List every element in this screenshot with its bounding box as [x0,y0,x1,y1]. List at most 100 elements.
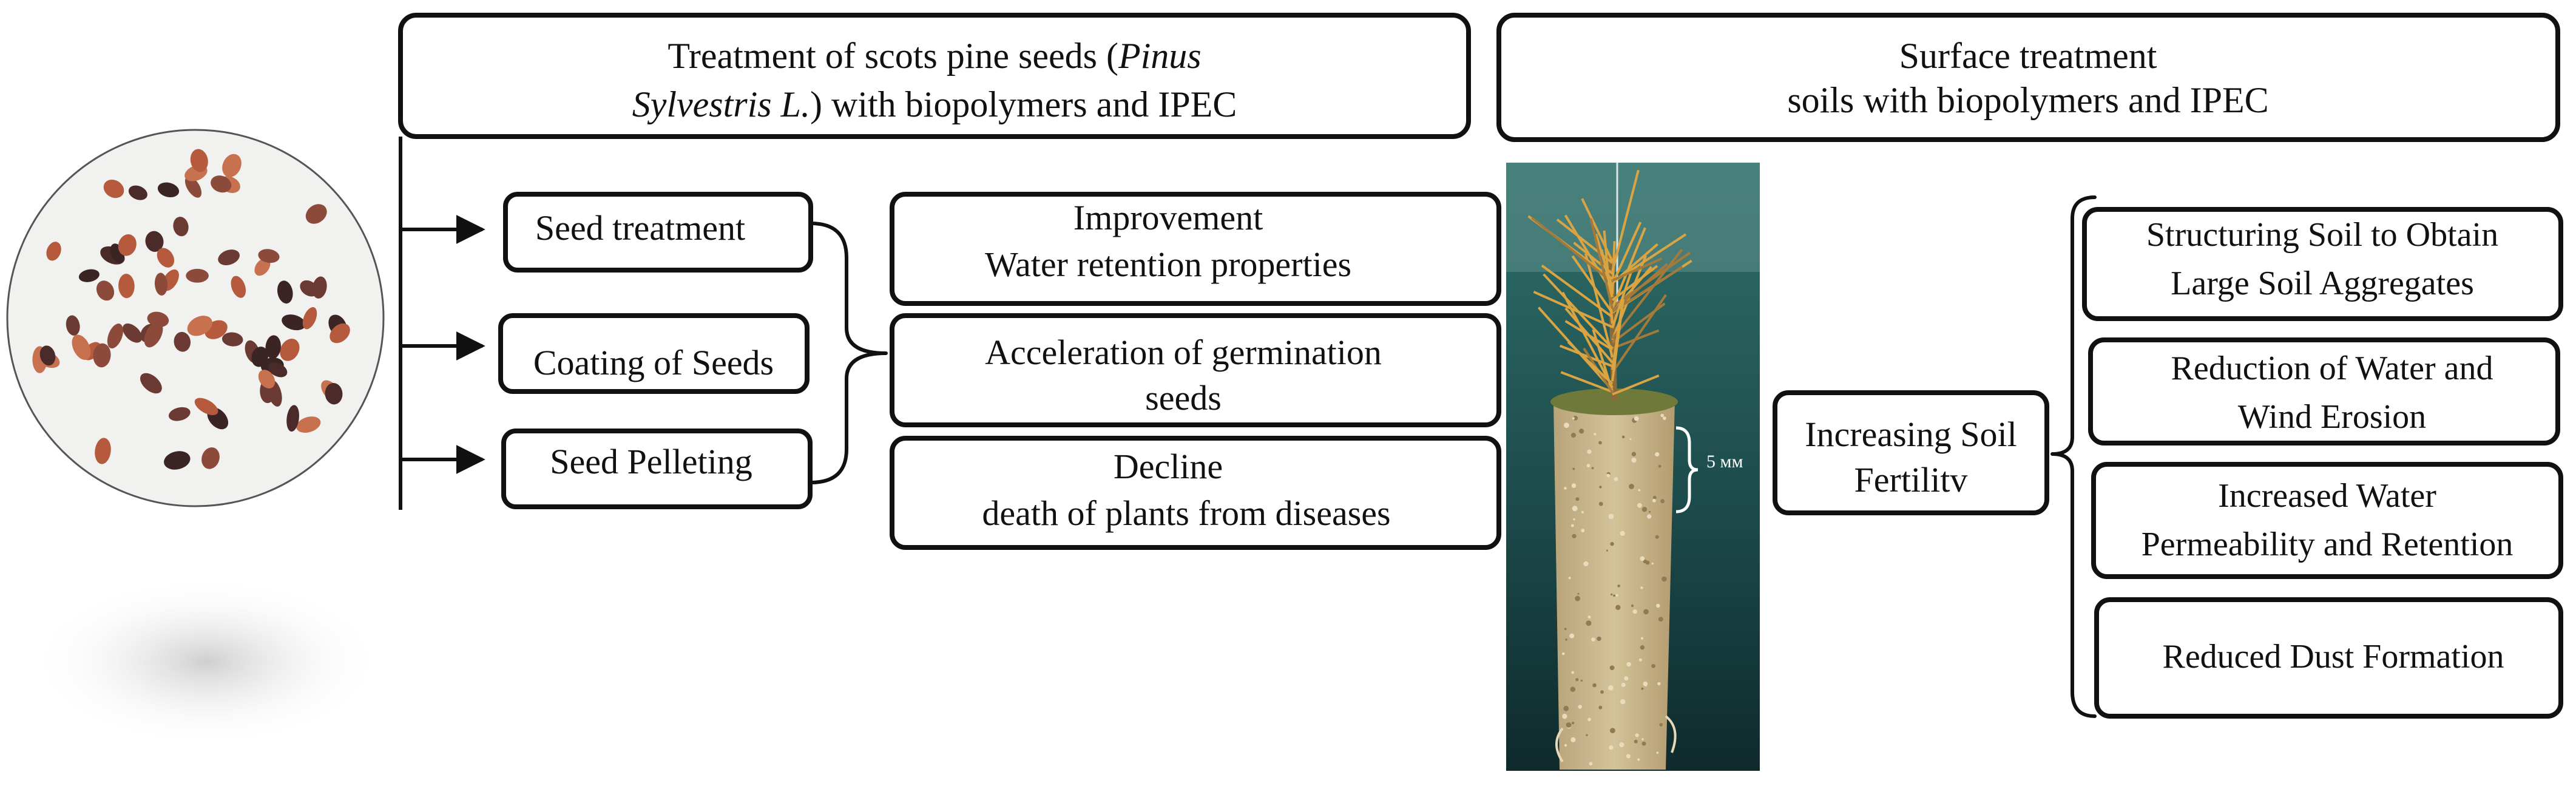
soil-speck [1606,473,1611,478]
seed-mark [140,373,162,394]
soil-speck [1583,561,1589,567]
soil-speck [1572,467,1575,470]
seed-mark [157,182,180,198]
method-seed-pelleting-label: Seed Pelleting [550,442,752,481]
needle-mark [1611,251,1691,308]
soil-speck [1621,682,1626,687]
soil-speck [1591,637,1595,642]
soil-speck [1656,751,1659,754]
seed-mark [103,179,124,198]
seed-mark [187,316,212,336]
soil-speck [1640,556,1645,561]
seed-mark [128,185,147,200]
soil-speck [1611,593,1613,596]
soil-speck [1643,609,1649,615]
soil-speck [1620,530,1625,537]
seed-mark [123,323,143,343]
soil-speck [1641,507,1648,512]
seed-mark [118,274,135,299]
soil-speck [1575,678,1579,682]
soil-speck [1563,705,1569,711]
header-seed-line1: Treatment of scots pine seeds (Pinus [668,36,1201,76]
soil-speck [1652,495,1657,500]
seed-mark [39,345,56,366]
soil-effects-brace [2050,195,2097,718]
soil-speck [1635,733,1639,737]
soil-speck [1591,467,1594,470]
soil-speck [1656,603,1660,608]
needle-mark [1611,272,1632,328]
soil-speck [1586,620,1592,626]
soil-speck [1631,458,1637,463]
seed-mark [211,175,232,193]
soil-speck [1638,658,1642,662]
effect-water-retention-line2: Water retention properties [985,245,1351,284]
soil-speck [1631,604,1634,608]
soil-speck [1564,422,1569,429]
seed-mark [147,311,169,327]
needle-mark [1561,291,1614,388]
needle-mark [1611,248,1683,340]
soil-fertility-center: Increasing Soil Fertilitv [1773,390,2049,515]
needle-mark [1541,264,1614,318]
soil-speck [1598,441,1602,445]
soil-speck [1614,477,1618,481]
needle-mark [1611,169,1640,272]
seed-mark [173,217,189,237]
seed-mark [286,405,299,432]
seed-mark [268,362,288,378]
soil-speck [1634,416,1639,421]
soil-speck [1577,592,1580,595]
seed-mark [93,343,111,368]
seed-mark [221,332,243,347]
soil-speck [1634,739,1638,744]
soil-effect-dust-label: Reduced Dust Formation [2162,638,2504,676]
soil-effect-dust: Reduced Dust Formation [2094,597,2563,719]
soil-speck [1610,541,1614,546]
soil-speck [1655,535,1659,539]
soil-effect-erosion: Reduction of Water and Wind Erosion [2088,337,2560,446]
soil-speck [1644,683,1648,687]
soil-effect-erosion-line1: Reduction of Water and [2171,350,2493,387]
soil-fertility-line1: Increasing Soil [1805,415,2017,454]
soil-speck [1638,489,1641,492]
soil-speck [1637,503,1642,508]
soil-speck [1571,483,1577,488]
soil-speck [1564,744,1567,747]
soil-speck [1629,438,1632,440]
soil-speck [1600,690,1604,694]
seedling-scale-label: 5 мм [1706,452,1743,472]
method-seed-treatment-label: Seed treatment [535,208,745,248]
needle-mark [1589,218,1614,309]
needle-mark [1581,198,1614,262]
soil-speck [1578,705,1582,709]
seed-mark [282,314,306,331]
needle-mark [1611,294,1667,373]
effect-water-retention-line1: Improvement [1073,198,1263,237]
soil-speck [1659,723,1663,727]
needle-mark [1567,340,1614,385]
seed-mark [78,269,100,282]
soil-speck [1587,449,1592,454]
seed-mark [325,383,343,405]
soil-speck [1572,534,1577,538]
header-soil-line2: soils with biopolymers and IPEC [1787,80,2268,120]
needle-mark [1584,253,1614,358]
soil-speck [1621,435,1625,439]
soil-speck [1655,452,1660,457]
pine-seeds-photo-icon [6,129,385,747]
soil-speck [1640,637,1643,640]
soil-speck [1658,464,1662,468]
soil-speck [1606,549,1608,552]
soil-speck [1597,636,1601,642]
soil-speck [1652,498,1656,503]
needle-mark [1611,265,1658,302]
method-seed-pelleting: Seed Pelleting [501,429,813,509]
soil-speck [1629,484,1634,489]
soil-speck [1609,745,1614,750]
method-seed-treatment: Seed treatment [503,192,813,273]
seed-mark [305,204,327,224]
seed-mark [330,323,350,344]
soil-speck [1599,486,1602,489]
needle-mark [1611,222,1642,285]
